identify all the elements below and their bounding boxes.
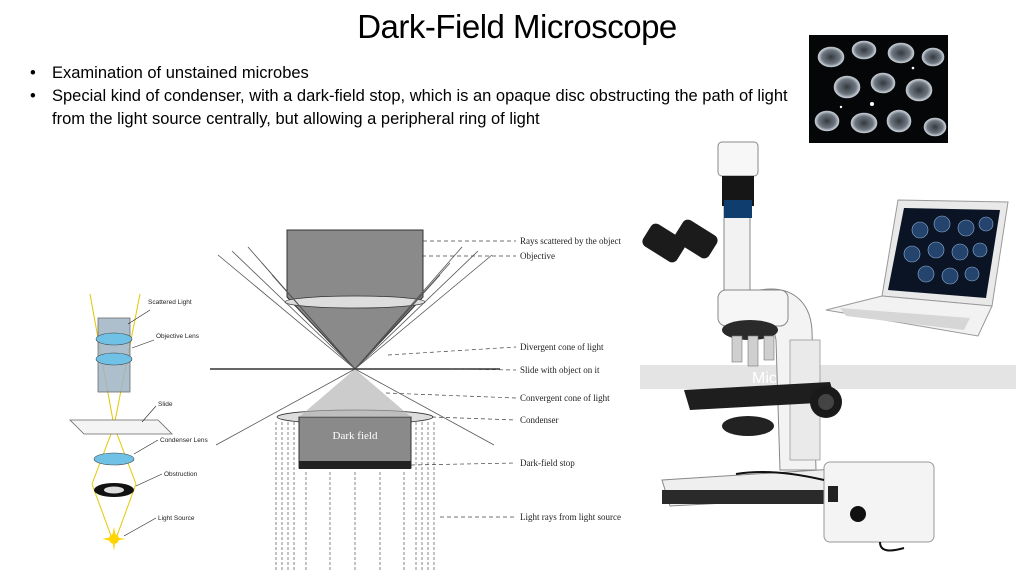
dark-field-schematic: Scattered Light Objective Lens Slide Con… (69, 294, 208, 551)
label-dark-field-stop: Dark-field stop (520, 458, 575, 468)
label-light-rays-source: Light rays from light source (520, 512, 621, 522)
label-rays-scattered: Rays scattered by the object (520, 236, 621, 246)
bullet-item-1: Examination of unstained microbes (28, 62, 818, 85)
label-light-source: Light Source (158, 515, 195, 522)
label-condenser: Condenser (520, 415, 559, 425)
label-divergent-cone: Divergent cone of light (520, 342, 604, 352)
label-slide-with-object: Slide with object on it (520, 365, 600, 375)
slide-title: Dark-Field Microscope (357, 8, 677, 45)
label-objective-lens: Objective Lens (156, 333, 200, 340)
microscope-image (642, 141, 935, 552)
dark-field-ray-diagram: Dark field Rays scattered by the object … (210, 229, 621, 570)
microscope-laptop-photo: Microsc (640, 141, 1016, 552)
label-scattered-light: Scattered Light (148, 299, 192, 306)
dark-field-micrograph (809, 35, 948, 143)
laptop-image (825, 199, 1009, 337)
label-obstruction: Obstruction (164, 471, 198, 478)
bullet-item-2: Special kind of condenser, with a dark-f… (28, 85, 818, 131)
label-condenser-lens: Condenser Lens (160, 437, 208, 444)
label-objective: Objective (520, 251, 555, 261)
bullet-list: Examination of unstained microbes Specia… (28, 62, 818, 131)
dark-field-text: Dark field (333, 430, 378, 442)
label-convergent-cone: Convergent cone of light (520, 393, 610, 403)
label-slide: Slide (158, 401, 173, 408)
